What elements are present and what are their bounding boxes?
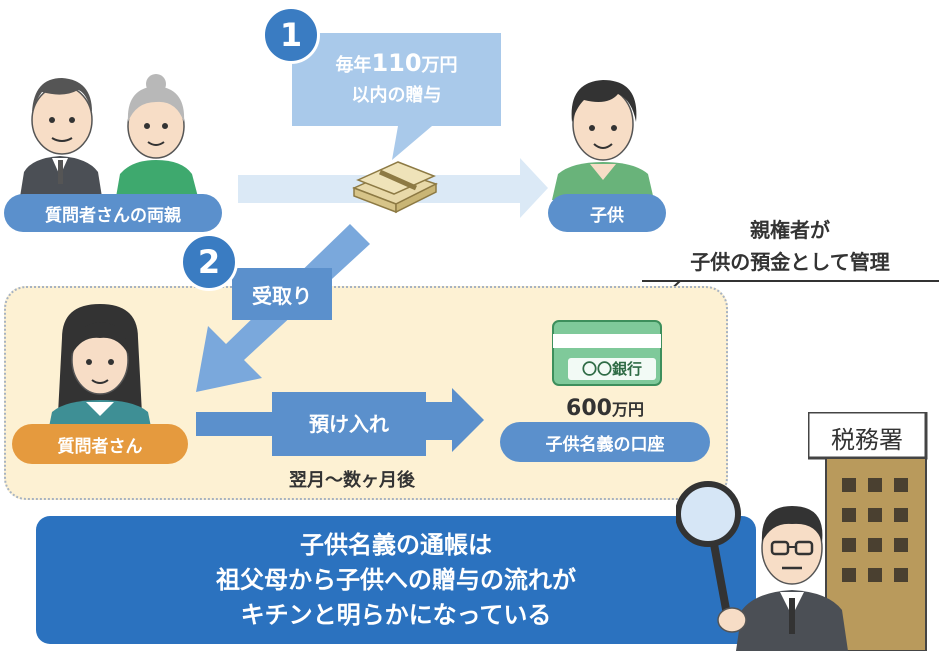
management-note: 親権者が 子供の預金として管理 [640,214,939,278]
tax-office-sign: 税務署 [831,426,903,454]
step1-callout-text: 毎年110万円 以内の贈与 [292,48,501,111]
money-bundle-icon [352,161,438,214]
child-label: 子供 [548,194,666,232]
tax-inspector-illustration [676,481,848,651]
management-note-line1: 親権者が [750,218,830,242]
step1-prefix: 毎年 [335,55,372,76]
bank-card-icon [552,320,662,386]
deposit-label: 預け入れ [309,412,389,436]
banner-line2: 祖父母から子供への贈与の流れが [216,565,576,594]
step2-label-box: 受取り [232,268,332,320]
questioner-label: 質問者さん [12,424,188,464]
step1-line2: 以内の贈与 [351,85,442,106]
child-illustration [552,80,654,200]
step1-amount: 110 [371,49,422,77]
banner-line3: キチンと明らかになっている [240,600,552,629]
grandparents-illustration [20,74,198,197]
step1-number-badge: 1 [262,6,320,64]
summary-banner: 子供名義の通帳は 祖父母から子供への贈与の流れが キチンと明らかになっている [36,516,756,644]
parents-label: 質問者さんの両親 [4,194,222,232]
account-amount-unit: 万円 [611,400,644,419]
banner-line1: 子供名義の通帳は [300,530,492,559]
bank-card-label: 〇〇銀行 [581,360,642,378]
timing-label: 翌月～数ヶ月後 [289,470,415,491]
step2-number-badge: 2 [180,233,238,291]
account-amount: 600万円 [530,396,680,421]
tax-office-building [808,412,928,651]
step2-label: 受取り [252,283,312,308]
account-label: 子供名義の口座 [500,422,710,462]
account-amount-number: 600 [566,396,612,421]
management-note-line2: 子供の預金として管理 [690,250,890,274]
step1-unit: 万円 [421,55,458,76]
